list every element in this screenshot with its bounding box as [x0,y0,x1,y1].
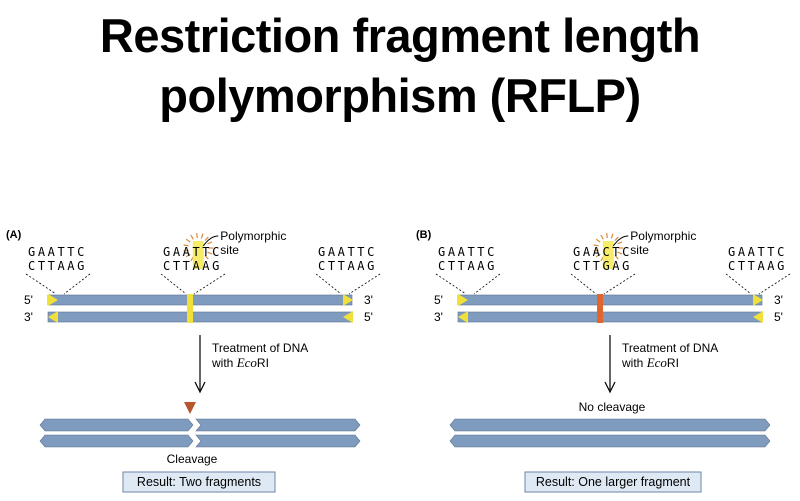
site-marker-left-bottom [458,311,468,323]
guide-line-right [473,273,501,295]
label-leader-line [612,235,629,247]
site-bottom-sequence: CTTAAG [438,259,497,273]
site-top-sequence: GAATTC [728,245,787,259]
site-bottom-sequence: CTTAAG [163,259,222,273]
polymorphic-label-site: site [220,243,239,257]
polymorphic-label-site: site [630,243,649,257]
guide-line-left [25,273,57,295]
cleavage-label: Cleavage [167,452,218,466]
result-dna [449,418,771,448]
cleavage-arrow-icon [184,402,196,414]
top-strand [47,294,353,306]
fragment-right-strand [195,418,361,432]
site-top-sequence: GAACTC [573,245,632,259]
dna-double-strand [47,294,353,323]
dna-double-strand [457,294,763,323]
treatment-label: Treatment of DNA [212,341,308,355]
site-marker-right-top [343,294,353,306]
fragment-left-strand [39,418,194,432]
strand-end-label: 5' [364,310,373,324]
guide-line-right [603,273,636,295]
site-top-sequence: GAATTC [318,245,377,259]
label-leader-line [202,235,219,247]
result-box [122,471,276,493]
polymorphic-base-highlight [192,241,204,269]
title-line-2: polymorphism (RFLP) [159,69,641,122]
site-marker-right-bottom [753,311,763,323]
treatment-enzyme-label: with EcoRI [211,355,269,370]
result-label: Result: Two fragments [137,475,261,489]
strand-end-label: 3' [24,310,33,324]
strand-end-label: 5' [434,293,443,307]
guide-line-left [725,273,752,295]
arrow-down-icon [194,381,206,394]
enzyme-rest: RI [257,356,269,370]
polymorphic-base-highlight [602,241,614,269]
guide-line-left [435,273,467,295]
strand-end-label: 5' [774,310,783,324]
intact-fragment-strand [449,418,771,432]
site-top-sequence: GAATTC [438,245,497,259]
site-top-sequence: GAATTC [163,245,222,259]
site-marker-middle [597,294,603,323]
strand-end-label: 5' [24,293,33,307]
site-marker-right-top [753,294,763,306]
site-bottom-sequence: CTTAAG [318,259,377,273]
treatment-arrow [604,335,616,394]
guide-line-right [348,273,381,295]
title-line-1: Restriction fragment length [99,9,701,62]
panel-a: (A)GAATTCCTTAAGPolymorphicsiteGAATTCCTTA… [6,229,381,493]
result-dna [39,402,361,448]
enzyme-rest: RI [667,356,679,370]
polymorphic-label: Polymorphic [220,229,286,243]
intact-fragment-strand [449,434,771,448]
site-top-sequence: GAATTC [28,245,87,259]
guide-line-right [193,273,226,295]
guide-line-right [758,273,791,295]
bottom-strand [47,311,353,323]
result-box [524,471,702,493]
site-bottom-sequence: CTTAAG [728,259,787,273]
fragment-left-strand [39,434,194,448]
enzyme-italic: Eco [646,355,668,370]
site-marker-left-top [48,294,58,306]
site-bottom-sequence: CTTAAG [28,259,87,273]
top-strand [457,294,763,306]
strand-end-label: 3' [434,310,443,324]
guide-line-left [570,273,597,295]
site-marker-middle [187,294,193,323]
guide-line-left [160,273,187,295]
treatment-prefix: with [211,356,237,370]
panel-b: (B)GAATTCCTTAAGPolymorphicsiteGAACTCCTTG… [416,229,791,493]
no-cleavage-label: No cleavage [579,400,646,414]
page-title: Restriction fragment length polymorphism… [0,6,800,126]
treatment-label: Treatment of DNA [622,341,718,355]
treatment-prefix: with [621,356,647,370]
site-marker-left-bottom [48,311,58,323]
polymorphic-label: Polymorphic [630,229,696,243]
fragment-right-strand [195,434,361,448]
site-bottom-sequence: CTTGAG [573,259,632,273]
treatment-arrow [194,335,206,394]
treatment-enzyme-label: with EcoRI [621,355,679,370]
arrow-down-icon [604,381,616,394]
strand-end-label: 3' [364,293,373,307]
enzyme-italic: Eco [236,355,258,370]
guide-line-right [63,273,91,295]
guide-line-left [315,273,342,295]
site-marker-right-bottom [343,311,353,323]
panel-label: (B) [416,229,432,241]
bottom-strand [457,311,763,323]
panel-label: (A) [6,229,22,241]
strand-end-label: 3' [774,293,783,307]
result-label: Result: One larger fragment [536,475,691,489]
site-marker-left-top [458,294,468,306]
